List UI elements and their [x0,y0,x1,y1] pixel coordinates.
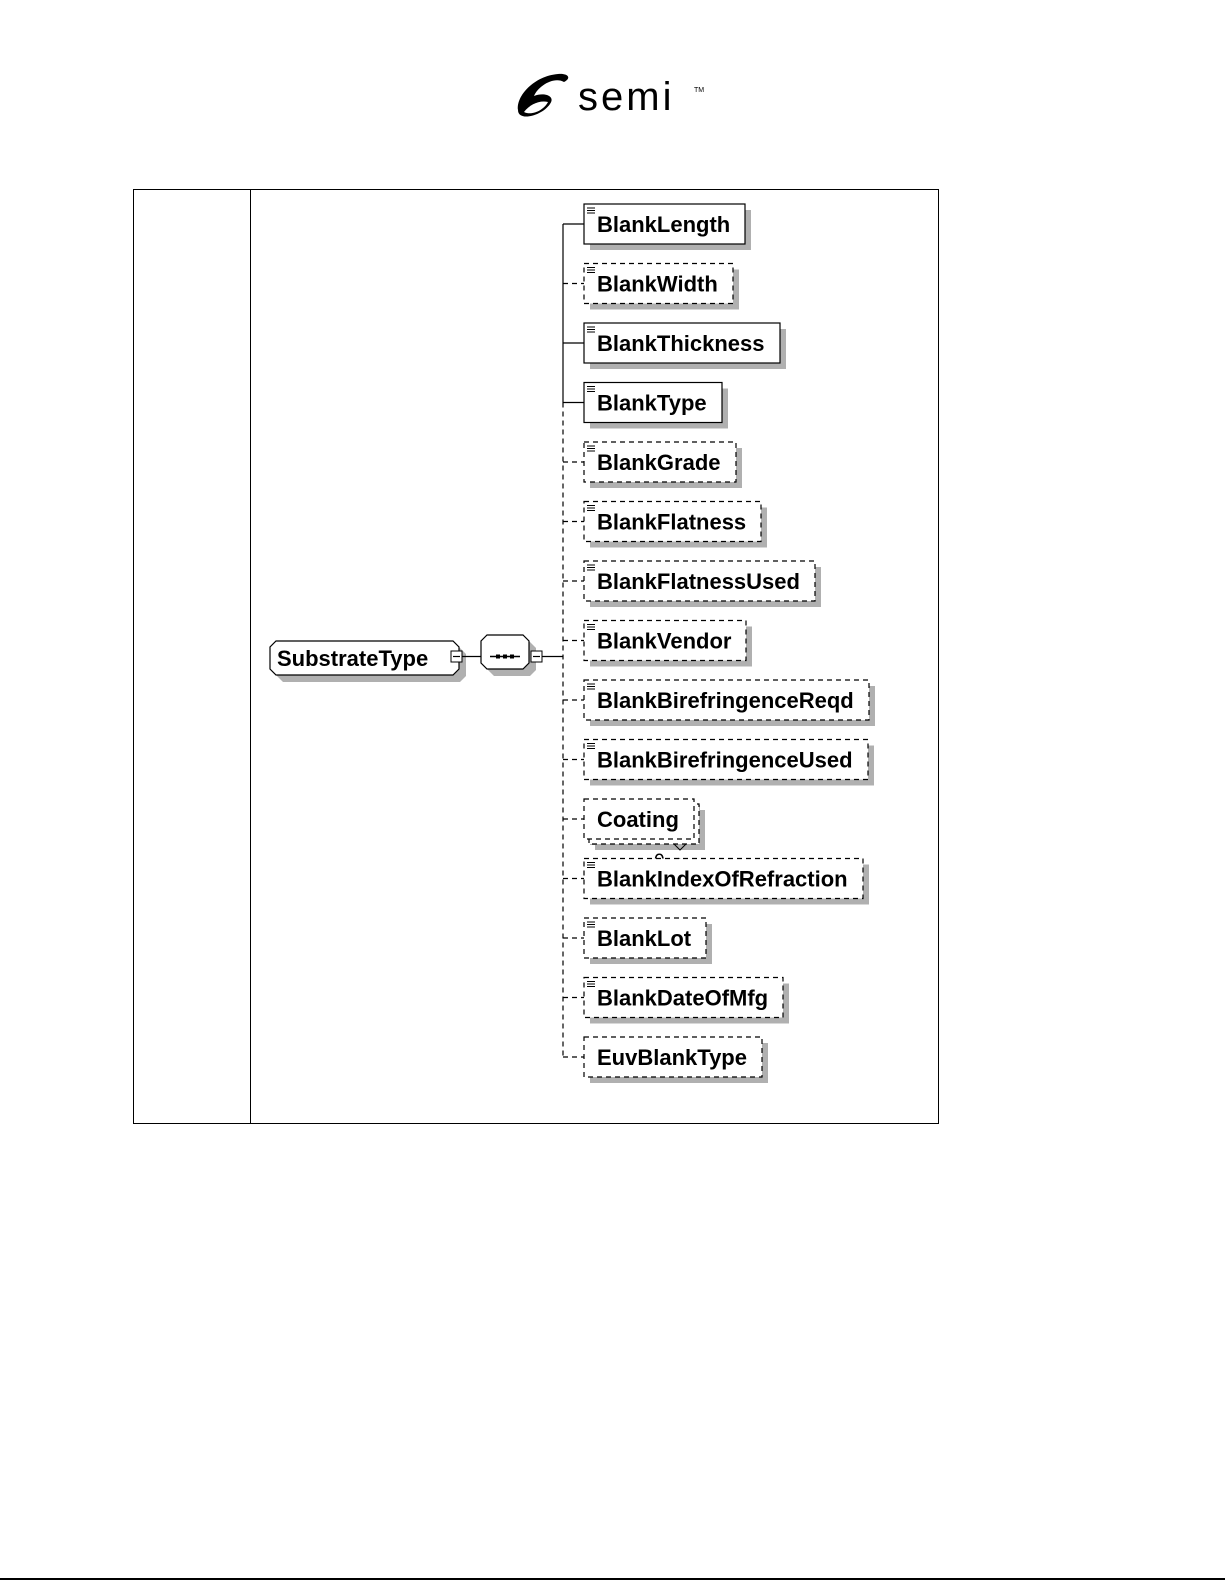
element-node-blank-flatness-used[interactable]: BlankFlatnessUsed [584,561,821,607]
element-label: Coating [597,807,679,832]
child-element-nodes: BlankLengthBlankWidthBlankThicknessBlank… [584,204,875,1083]
element-node-blank-vendor[interactable]: BlankVendor [584,621,752,667]
element-node-blank-flatness[interactable]: BlankFlatness [584,502,767,548]
page-bottom-rule [0,1578,1225,1580]
sequence-collapse-icon[interactable] [531,651,542,662]
element-label: BlankBirefringenceReqd [597,688,854,713]
element-node-blank-date-of-mfg[interactable]: BlankDateOfMfg [584,978,789,1024]
element-label: EuvBlankType [597,1045,747,1070]
element-node-blank-length[interactable]: BlankLength [584,204,751,250]
element-label: BlankLot [597,926,692,951]
element-label: BlankBirefringenceUsed [597,748,853,773]
element-node-blank-index-of-refraction[interactable]: BlankIndexOfRefraction [584,859,869,905]
element-node-blank-thickness[interactable]: BlankThickness [584,323,786,369]
element-node-euv-blank-type[interactable]: EuvBlankType [584,1037,768,1083]
element-node-blank-grade[interactable]: BlankGrade [584,442,742,488]
element-node-blank-width[interactable]: BlankWidth [584,264,739,310]
element-label: BlankLength [597,212,730,237]
root-collapse-icon[interactable] [451,651,462,662]
element-label: BlankDateOfMfg [597,986,768,1011]
element-node-blank-lot[interactable]: BlankLot [584,918,712,964]
element-label: BlankThickness [597,331,765,356]
connector-lines [563,224,584,1057]
element-label: BlankGrade [597,450,721,475]
element-node-blank-type[interactable]: BlankType [584,383,728,429]
element-label: BlankFlatnessUsed [597,569,800,594]
element-label: BlankVendor [597,629,732,654]
element-label: BlankWidth [597,272,718,297]
root-element-label: SubstrateType [277,646,428,671]
root-element-node[interactable]: SubstrateType [270,641,466,682]
element-label: BlankType [597,391,707,416]
element-label: BlankFlatness [597,510,746,535]
element-label: BlankIndexOfRefraction [597,867,848,892]
element-node-blank-birefringence-used[interactable]: BlankBirefringenceUsed [584,740,874,786]
element-node-blank-birefringence-reqd[interactable]: BlankBirefringenceReqd [584,680,875,726]
sequence-compositor[interactable] [481,635,536,676]
